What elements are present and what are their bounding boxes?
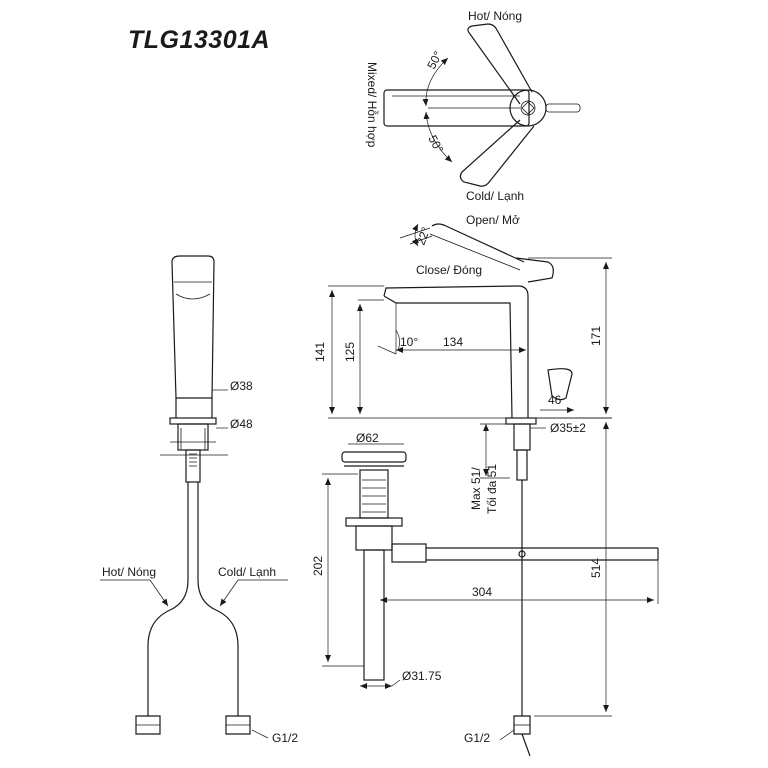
drain-pipe (363, 549, 385, 681)
angle-open: 22° (414, 225, 433, 247)
dim-134: 134 (443, 335, 463, 349)
rear-lever (547, 368, 573, 401)
angle-cold: 50° (425, 133, 446, 156)
hot-label-bottom: Hot/ Nóng (102, 565, 156, 579)
handle-hot-outline (467, 23, 533, 105)
drain-assembly: Ø62 202 304 514 Ø31.75 G1/2 (311, 417, 659, 745)
cold-label-top: Cold/ Lạnh (466, 189, 524, 203)
open-label: Open/ Mở (466, 213, 520, 227)
g12-right: G1/2 (464, 731, 490, 745)
model-title: TLG13301A (128, 26, 270, 54)
dim-46: 46 (548, 393, 562, 407)
angle-hot: 50° (424, 49, 445, 72)
hose-hot-front (147, 482, 189, 716)
body-back (517, 285, 529, 418)
nut-cold-front (225, 715, 251, 735)
dim-304: 304 (472, 585, 492, 599)
top-view: Hot/ Nóng Cold/ Lạnh 50° 50° Mixed/ Hỗn … (365, 9, 581, 203)
hose-cold-front (197, 482, 239, 716)
lever-closed (515, 257, 554, 283)
spout-top (383, 285, 519, 297)
shank-side (513, 423, 531, 451)
dim-48: Ø48 (230, 417, 253, 431)
lever-open (431, 223, 525, 263)
tail-front (185, 449, 201, 483)
mount-shank-front (177, 423, 209, 451)
g12-left: G1/2 (272, 731, 298, 745)
nut-side (513, 715, 531, 735)
nut-hot-front (135, 715, 161, 735)
base-ring-side (505, 417, 537, 425)
cold-label-bottom: Cold/ Lạnh (218, 565, 276, 579)
front-view: Ø38 Ø48 Hot/ Nóng Cold/ Lạnh G1/2 (100, 255, 298, 745)
dim-202: 202 (311, 556, 325, 576)
overflow-port (391, 543, 427, 563)
close-label: Close/ Đóng (416, 263, 482, 277)
angle-spout: 10° (400, 335, 418, 349)
handle-mixed-outline (383, 89, 530, 127)
max-51-label: Max 51/ (469, 467, 483, 510)
toi-da-51-label: Tối đa 51 (485, 464, 499, 514)
handle-cold-outline (459, 119, 535, 187)
spout-inner (383, 295, 513, 419)
drain-cap (341, 451, 407, 463)
dim-125: 125 (343, 342, 357, 362)
faucet-body-front (171, 255, 215, 399)
side-view: Open/ Mở 22° Close/ Đóng 10° 134 141 125… (313, 213, 612, 757)
dim-35: Ø35±2 (550, 421, 586, 435)
mixed-label: Mixed/ Hỗn hợp (365, 62, 380, 148)
dim-171: 171 (589, 326, 603, 346)
base-ring-front (169, 417, 217, 425)
tail-side (516, 449, 528, 481)
dim-514: 514 (589, 558, 603, 578)
hot-label-top: Hot/ Nóng (468, 9, 522, 23)
dim-141: 141 (313, 342, 327, 362)
drain-body (359, 469, 389, 519)
dim-38: Ø38 (230, 379, 253, 393)
drain-nut (345, 517, 403, 527)
dim-31-75: Ø31.75 (402, 669, 442, 683)
drain-tee (355, 525, 393, 551)
dim-62: Ø62 (356, 431, 379, 445)
